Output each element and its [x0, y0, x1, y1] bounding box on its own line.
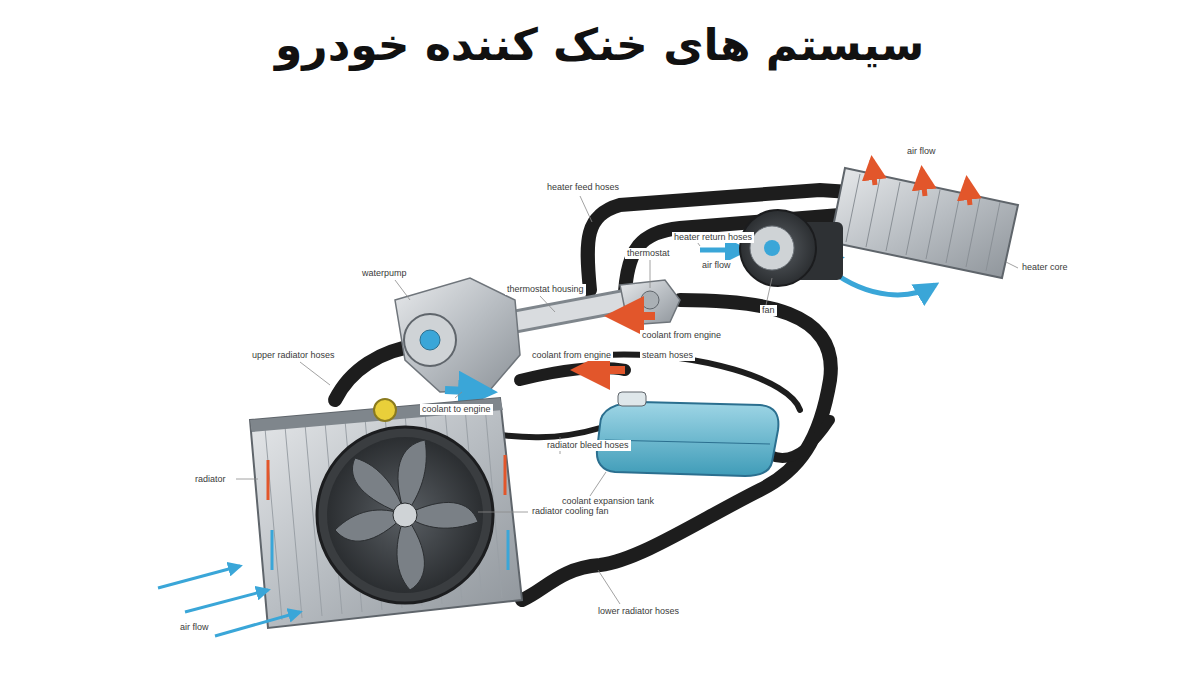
radiator	[504, 455, 507, 495]
heater-core	[967, 180, 970, 205]
leader-line	[300, 362, 330, 385]
radiator	[250, 398, 522, 628]
part-label: air flow	[905, 146, 938, 157]
hose	[520, 368, 625, 380]
part-label: coolant from engine	[640, 330, 723, 341]
heater-core	[846, 174, 860, 242]
hose	[335, 190, 850, 600]
water-pump	[395, 278, 520, 392]
heater-core	[926, 190, 940, 259]
hose	[600, 354, 800, 410]
radiator-fan	[335, 440, 478, 590]
radiator	[265, 406, 502, 620]
hose	[522, 300, 831, 600]
radiator-fan	[317, 427, 493, 603]
leader-line	[580, 196, 592, 222]
air-flow-arrow	[185, 590, 268, 612]
part-label: radiator cooling fan	[530, 506, 611, 517]
heater-core	[922, 170, 925, 196]
leader-line	[540, 296, 555, 312]
blower-fan	[750, 226, 794, 270]
page-title: سیستم های خنک کننده خودرو	[275, 19, 924, 72]
part-label: coolant to engine	[420, 404, 493, 415]
heater-core	[966, 198, 980, 267]
expansion-tank	[597, 402, 779, 476]
leader-line	[766, 278, 772, 305]
part-label: heater core	[1020, 262, 1070, 273]
radiator	[285, 426, 302, 618]
coolant-arrow	[445, 250, 935, 392]
coolant-arrow	[612, 312, 655, 320]
heater-core	[946, 194, 960, 263]
blower-fan	[740, 210, 816, 286]
part-label: lower radiator hoses	[596, 606, 681, 617]
leader-line	[236, 479, 258, 480]
leader-line	[236, 196, 1018, 604]
thermostat-housing	[641, 291, 659, 309]
part-label: heater feed hoses	[545, 182, 621, 193]
coolant-arrow	[700, 248, 745, 253]
part-label: coolant from engine	[530, 350, 613, 361]
radiator	[250, 398, 522, 628]
water-pump	[420, 330, 440, 350]
part-label: thermostat	[625, 248, 672, 259]
expansion-tank	[597, 392, 779, 476]
air-flow-arrow	[158, 566, 240, 588]
coolant-arrow	[830, 270, 935, 295]
air-flow-arrow	[158, 566, 300, 636]
leader-line	[478, 512, 528, 513]
coolant-arrow	[578, 366, 625, 374]
radiator-fan	[327, 437, 483, 593]
leader-line	[590, 472, 606, 496]
part-label: thermostat housing	[505, 284, 586, 295]
water-pump	[395, 278, 520, 392]
radiator	[250, 398, 503, 432]
air-flow-arrow	[215, 612, 300, 636]
radiator-fan	[393, 503, 417, 527]
water-pump	[404, 314, 456, 366]
heater-core	[830, 168, 1018, 278]
part-label: radiator bleed hoses	[545, 440, 631, 451]
radiator-fan	[317, 427, 493, 603]
expansion-tank	[618, 392, 646, 406]
leader-line	[598, 570, 620, 604]
part-label: air flow	[700, 260, 733, 271]
heater-core	[886, 182, 900, 251]
part-label: upper radiator hoses	[250, 350, 337, 361]
leader-line	[455, 392, 462, 398]
heater-core	[986, 202, 1000, 271]
heater-core	[906, 186, 920, 255]
radiator	[374, 399, 396, 421]
part-label: air flow	[178, 622, 211, 633]
radiator	[267, 460, 270, 500]
heater-core	[872, 160, 875, 185]
part-label: waterpump	[360, 268, 409, 279]
part-label: radiator	[193, 474, 228, 485]
heater-core	[830, 160, 1018, 278]
blower-fan	[764, 240, 780, 256]
heater-core	[866, 178, 880, 247]
leader-line	[650, 260, 651, 288]
part-label: fan	[760, 305, 777, 316]
part-label: heater return hoses	[672, 232, 754, 243]
leader-line	[395, 280, 410, 300]
part-label: steam hoses	[640, 350, 695, 361]
radiator	[271, 530, 274, 570]
coolant-arrow	[445, 390, 490, 392]
radiator	[507, 530, 510, 570]
leader-line	[1006, 262, 1018, 268]
blower-fan	[740, 210, 843, 286]
